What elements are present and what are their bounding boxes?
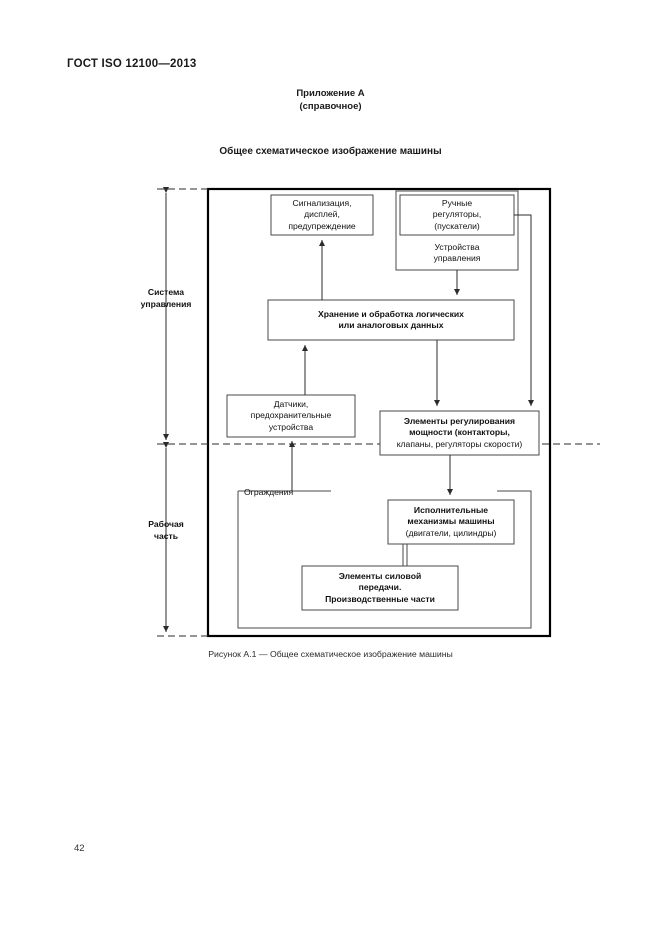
node-sensors-line-3: устройства	[268, 421, 314, 432]
node-sensors: Датчики, предохранительные устройства	[227, 395, 355, 437]
node-transmission-line-1: Элементы силовой	[338, 570, 422, 581]
guard-enclosure	[237, 490, 532, 629]
data-processing-box	[267, 299, 515, 341]
node-manual-controls-line-1: Ручные	[441, 197, 473, 208]
node-actuators-line-3: (двигатели, цилиндры)	[405, 527, 497, 538]
signalling-box	[270, 194, 374, 236]
node-actuators-line-1: Исполнительные	[413, 504, 489, 515]
node-data-processing-line-2: или аналоговых данных	[338, 320, 444, 330]
node-sensors-line-2: предохранительные	[250, 410, 332, 421]
connector-manual-to-power	[514, 214, 534, 406]
annex-heading: Приложение А (справочное)	[0, 88, 661, 113]
node-signalling-line-1: Сигнализация,	[292, 197, 352, 208]
machine-actuators-box	[387, 499, 515, 545]
annex-title: Приложение А	[296, 88, 365, 99]
node-signalling-line-2: дисплей,	[304, 209, 340, 220]
document-header: ГОСТ ISO 12100—2013	[67, 58, 197, 70]
node-manual-controls-line-2: регуляторы,	[432, 209, 482, 220]
node-signalling: Сигнализация, дисплей, предупреждение	[271, 195, 373, 235]
node-signalling-line-3: предупреждение	[288, 220, 356, 231]
annex-subtitle: (справочное)	[299, 100, 362, 112]
figure-title: Общее схематическое изображение машины	[219, 146, 442, 157]
node-power-control-elements: Элементы регулирования мощности (контакт…	[380, 411, 539, 455]
page-number: 42	[74, 843, 85, 854]
node-data-processing-line-1: Хранение и обработка логических	[318, 308, 464, 319]
sensors-box	[226, 394, 356, 438]
machine-outer-boundary	[206, 187, 552, 638]
zone-label-control-system: Система управления	[118, 287, 214, 310]
node-data-processing: Хранение и обработка логических или анал…	[268, 300, 514, 340]
node-power-transmission: Элементы силовой передачи. Производствен…	[302, 566, 458, 610]
power-transmission-box	[301, 565, 459, 611]
node-manual-controls-line-3: (пускатели)	[434, 220, 480, 231]
node-machine-actuators: Исполнительные механизмы машины (двигате…	[388, 500, 514, 544]
zone-label-control-system-line-2: управления	[140, 298, 192, 309]
node-sensors-line-1: Датчики,	[273, 398, 309, 409]
zone-label-working-part-line-2: часть	[153, 530, 179, 541]
guard-enclosure-label: Ограждения	[244, 487, 294, 497]
figure-caption: Рисунок А.1 — Общее схематическое изобра…	[208, 649, 453, 659]
power-control-elements-box	[379, 410, 540, 456]
zone-label-working-part-line-1: Рабочая	[148, 519, 184, 529]
node-control-devices-line-1: Устройства	[434, 241, 480, 252]
node-power-line-2: мощности (контакторы,	[409, 427, 510, 438]
node-power-line-1: Элементы регулирования	[403, 415, 516, 426]
node-transmission-line-3: Производственные части	[325, 593, 435, 604]
node-actuators-line-2: механизмы машины	[407, 516, 495, 527]
node-control-devices: Устройства управления	[396, 236, 518, 270]
node-manual-controls: Ручные регуляторы, (пускатели)	[400, 195, 514, 235]
zone-label-control-system-line-1: Система	[147, 287, 185, 297]
machine-schematic-diagram: Сигнализация, дисплей, предупреждение Ру…	[118, 187, 600, 638]
node-control-devices-line-2: управления	[433, 253, 481, 263]
node-power-line-3: клапаны, регуляторы скорости)	[396, 438, 523, 449]
node-transmission-line-2: передачи.	[358, 582, 402, 593]
zone-label-working-part: Рабочая часть	[118, 519, 214, 542]
diagram-vector-layer	[157, 187, 600, 638]
